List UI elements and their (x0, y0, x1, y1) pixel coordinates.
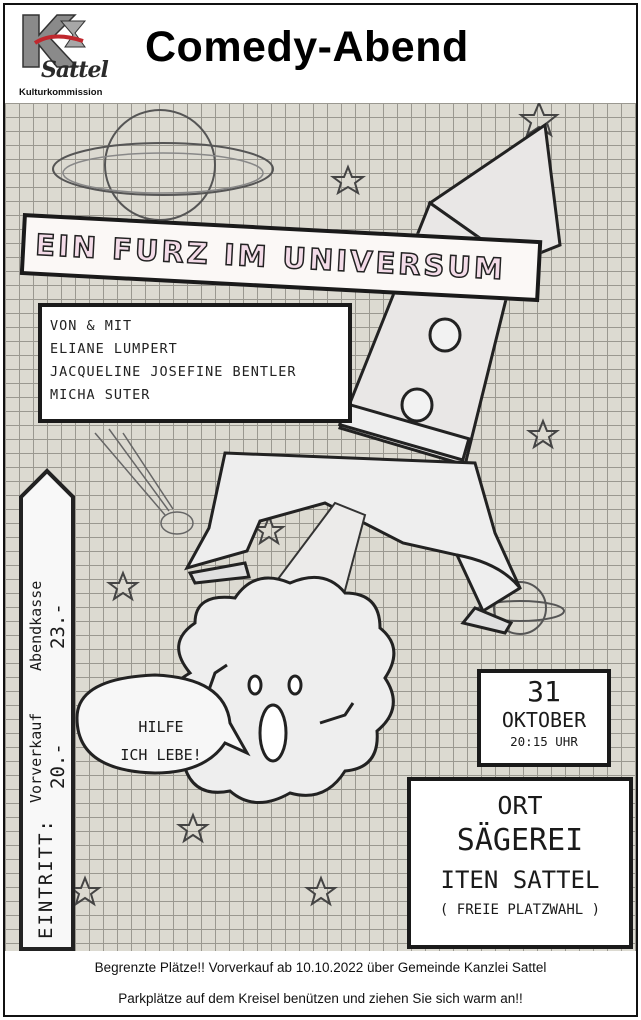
logo-wordmark: Sattel (41, 57, 109, 83)
venue-box: ORT SÄGEREI ITEN SATTEL ( FREIE PLATZWAH… (407, 777, 633, 949)
speech-bubble-text: HILFE ICH LEBE! (101, 713, 221, 769)
presale-price: 20.- (47, 743, 69, 789)
ticket-label: EINTRITT: (35, 818, 57, 939)
ticket-banner-shape (19, 468, 75, 951)
date-box: 31 OKTOBER 20:15 UHR (477, 669, 611, 767)
speech-line: ICH LEBE! (120, 746, 202, 764)
page-title: Comedy-Abend (145, 23, 469, 71)
speech-bubble (75, 673, 251, 775)
poster-illustration: EIN FURZ IM UNIVERSUM VON & MIT ELIANE L… (5, 103, 636, 951)
comet-icon (94, 428, 194, 535)
cast-member: JACQUELINE JOSEFINE BENTLER (50, 364, 297, 380)
show-title: EIN FURZ IM UNIVERSUM (34, 227, 508, 287)
cast-member: MICHA SUTER (50, 387, 151, 403)
ticket-text: EINTRITT: Vorverkauf 20.- Abendkasse 23.… (21, 471, 73, 949)
logo-k-icon (22, 14, 87, 68)
venue-place: ITEN SATTEL (440, 866, 600, 894)
footer: Begrenzte Plätze!! Vorverkauf ab 10.10.2… (5, 951, 636, 1015)
evening-price: 23.- (47, 603, 69, 649)
cast-member: ELIANE LUMPERT (50, 341, 178, 357)
footer-line-presale: Begrenzte Plätze!! Vorverkauf ab 10.10.2… (94, 960, 547, 975)
header: Sattel Kulturkommission Comedy-Abend (5, 5, 636, 103)
poster-frame: Sattel Kulturkommission Comedy-Abend (3, 3, 638, 1017)
date-month: OKTOBER (501, 708, 587, 732)
venue-note: ( FREIE PLATZWAHL ) (439, 902, 601, 918)
cast-intro: VON & MIT (50, 318, 133, 334)
ticket-banner: EINTRITT: Vorverkauf 20.- Abendkasse 23.… (21, 471, 73, 949)
cast-box: VON & MIT ELIANE LUMPERT JACQUELINE JOSE… (38, 303, 352, 423)
logo-subtitle: Kulturkommission (19, 87, 103, 98)
evening-label: Abendkasse (27, 580, 45, 671)
date-time: 20:15 UHR (510, 734, 578, 749)
poster-drawing (19, 103, 565, 951)
date-day: 31 (527, 675, 561, 708)
venue-name: SÄGEREI (456, 823, 584, 858)
logo: Sattel Kulturkommission (13, 13, 113, 99)
venue-label: ORT (497, 791, 543, 820)
presale-label: Vorverkauf (27, 712, 45, 803)
speech-line: HILFE (138, 718, 184, 736)
footer-line-parking: Parkplätze auf dem Kreisel benützen und … (118, 991, 523, 1006)
planet-icon (52, 109, 274, 221)
